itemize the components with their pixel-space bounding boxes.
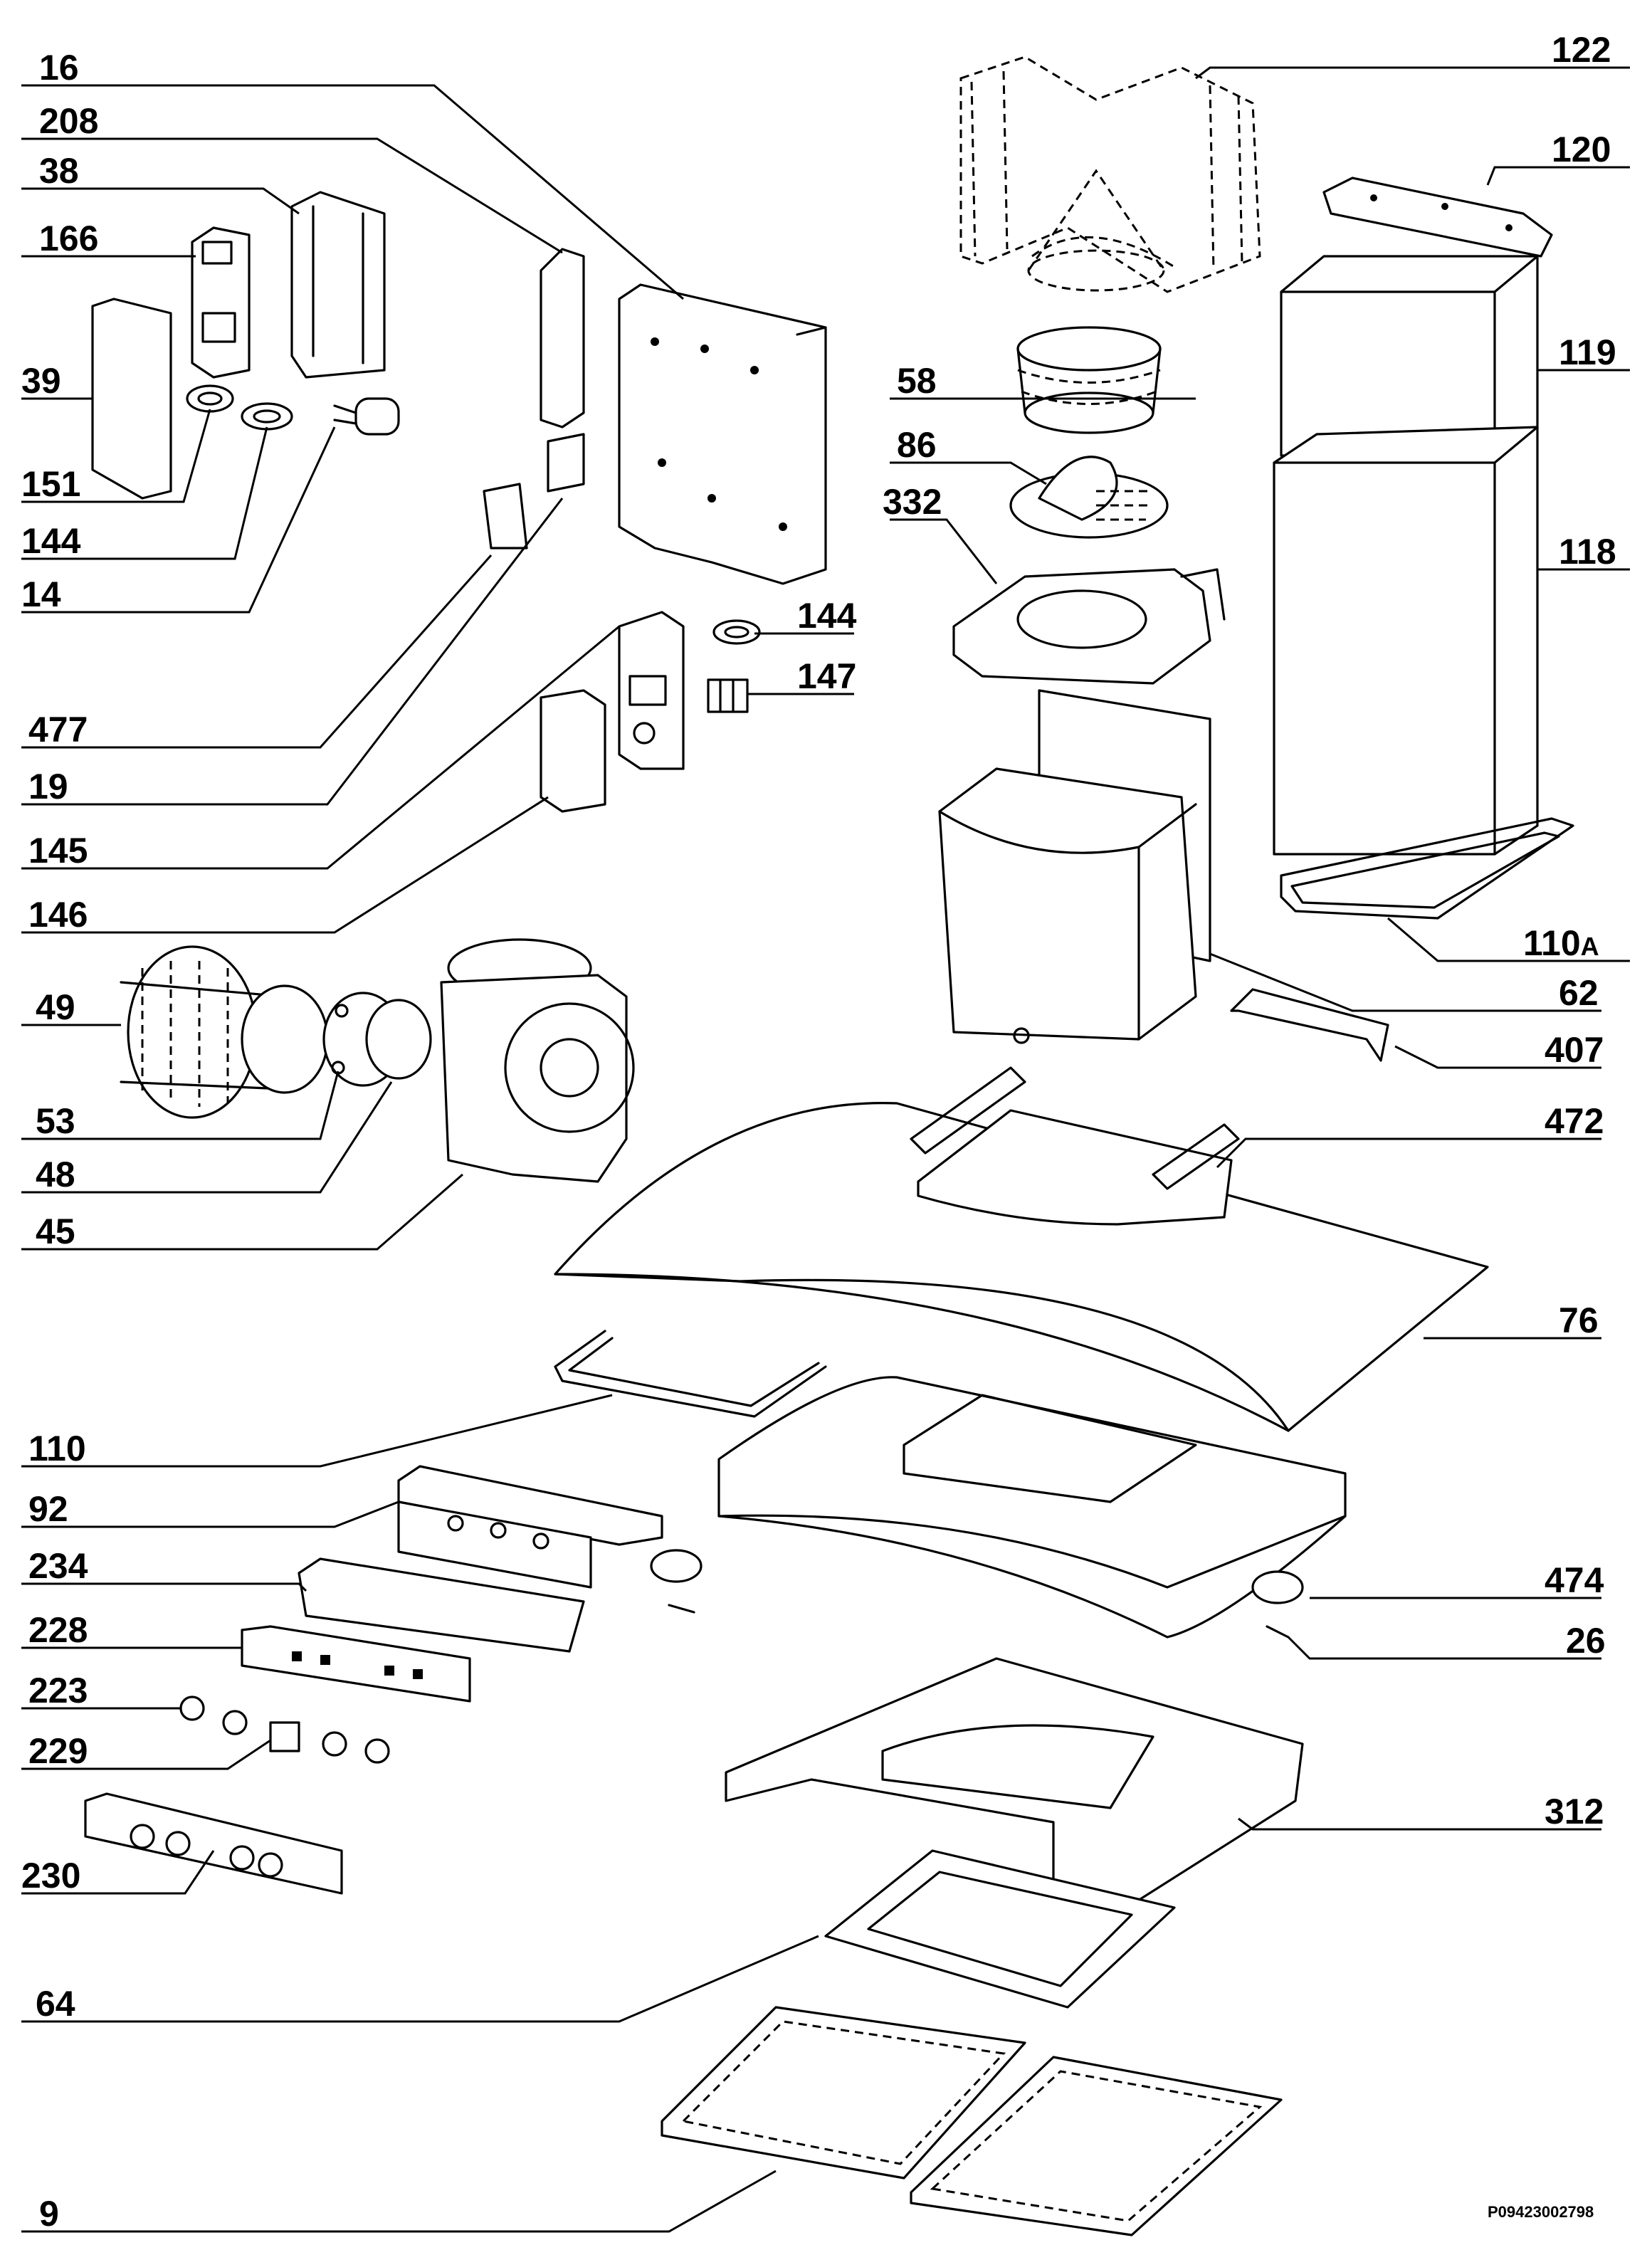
label-223: 223 (28, 1671, 88, 1710)
label-110: 110 (28, 1429, 86, 1468)
adapter-part-58 (1016, 326, 1162, 434)
label-151: 151 (21, 464, 80, 504)
outlet-plate-part-332 (952, 568, 1226, 685)
label-145: 145 (28, 831, 88, 871)
label-477: 477 (28, 710, 88, 750)
motor-part-53 (322, 992, 432, 1087)
terminal-block-part-147 (707, 678, 749, 713)
label-19: 19 (28, 767, 68, 806)
impeller-part-49 (120, 945, 329, 1119)
label-16: 16 (39, 48, 79, 88)
label-110a: 110A (1523, 923, 1599, 963)
chimney-part-118-119 (1273, 255, 1539, 856)
bracket-part-120 (1322, 177, 1553, 258)
label-144-left: 144 (21, 521, 81, 561)
component-part-146 (540, 689, 606, 813)
label-234: 234 (28, 1546, 88, 1586)
housing-part-62 (938, 689, 1211, 1044)
label-53: 53 (36, 1101, 75, 1141)
label-122: 122 (1552, 30, 1611, 70)
button-part-223 (179, 1695, 390, 1764)
label-166: 166 (39, 219, 98, 258)
label-118: 118 (1559, 532, 1616, 572)
clip-part-477 (483, 483, 528, 550)
label-76: 76 (1559, 1300, 1599, 1340)
leader-lines (21, 66, 1630, 2233)
mounting-plate-part-16 (618, 283, 827, 585)
label-208: 208 (39, 101, 98, 141)
housing-part-38 (290, 191, 386, 379)
part-labels: 16 208 38 166 39 151 144 14 477 19 145 1… (21, 30, 1616, 2234)
label-49: 49 (36, 987, 75, 1027)
hood-canopy-part-474 (717, 1376, 1347, 1639)
label-64: 64 (36, 1984, 75, 2024)
capacitor-part-14 (333, 397, 400, 436)
label-146: 146 (28, 895, 88, 935)
label-228: 228 (28, 1610, 88, 1650)
control-panel-part-230 (84, 1792, 343, 1895)
gasket-part-110 (554, 1330, 827, 1418)
frame-part-64 (824, 1849, 1176, 2009)
fan-housing-part-45 (440, 938, 635, 1183)
label-45: 45 (36, 1211, 75, 1251)
control-bracket-part-92 (397, 1465, 663, 1589)
knob-shaft-part-26 (668, 1604, 1290, 1639)
label-39: 39 (21, 361, 61, 401)
grommet-part-144-right (712, 619, 761, 645)
label-144-right: 144 (797, 596, 857, 636)
label-407: 407 (1545, 1030, 1604, 1070)
label-26: 26 (1566, 1621, 1606, 1661)
label-119: 119 (1559, 332, 1616, 372)
grease-filter-part-9 (661, 2006, 1283, 2236)
grommet-part-151 (186, 384, 234, 413)
label-9: 9 (39, 2194, 59, 2234)
component-part-208 (540, 248, 585, 493)
label-14: 14 (21, 574, 61, 614)
label-229: 229 (28, 1731, 88, 1771)
grommet-part-144 (241, 402, 293, 431)
control-board-part-228 (241, 1625, 471, 1703)
bracket-part-407 (1230, 988, 1389, 1062)
label-312: 312 (1545, 1792, 1604, 1831)
pcb-part-166 (191, 226, 251, 379)
panel-part-472 (910, 1066, 1240, 1226)
control-housing-part-234 (298, 1557, 585, 1653)
label-147: 147 (797, 656, 856, 696)
label-86: 86 (897, 425, 937, 465)
label-38: 38 (39, 151, 79, 191)
knob-part-474 (650, 1549, 1304, 1604)
drawing-code: P09423002798 (1488, 2203, 1594, 2221)
flap-part-86 (1009, 456, 1169, 539)
cover-part-39 (91, 298, 172, 500)
chimney-trim-part-110a (1280, 817, 1574, 920)
label-230: 230 (21, 1856, 80, 1896)
glass-canopy-part-76 (554, 1102, 1489, 1432)
label-472: 472 (1545, 1101, 1604, 1141)
label-92: 92 (28, 1489, 68, 1529)
label-332: 332 (883, 482, 942, 522)
button-part-229 (269, 1721, 300, 1752)
label-62: 62 (1559, 973, 1599, 1013)
label-48: 48 (36, 1155, 75, 1194)
duct-pipe-part-122 (959, 56, 1261, 293)
label-120: 120 (1552, 130, 1611, 169)
switch-module-part-19 (618, 611, 685, 770)
label-58: 58 (897, 361, 937, 401)
label-474: 474 (1545, 1560, 1604, 1600)
